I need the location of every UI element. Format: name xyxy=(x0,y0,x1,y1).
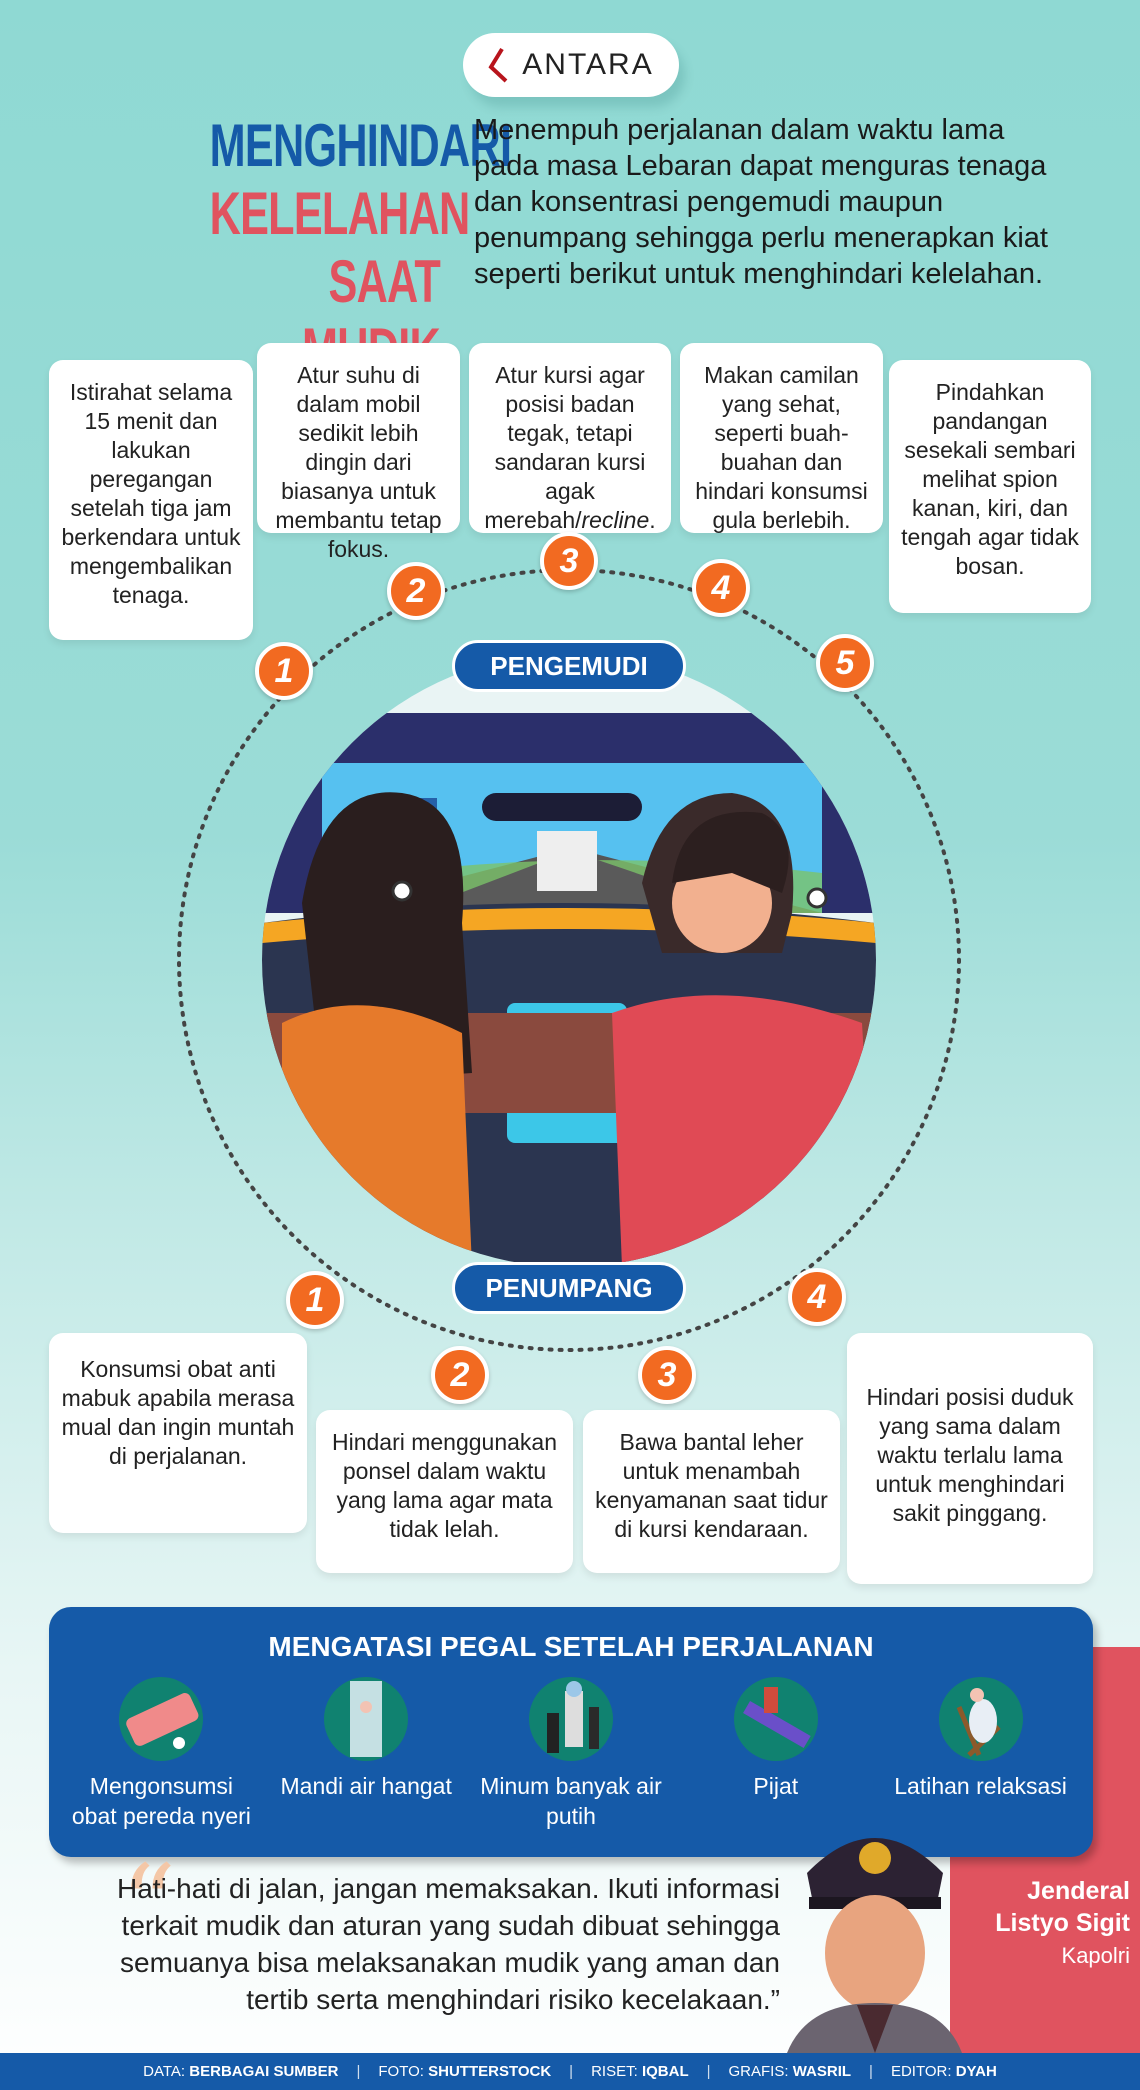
relief-item: Latihan relaksasi xyxy=(886,1677,1076,1831)
passenger-tip-card-4: Hindari posisi duduk yang sama dalam wak… xyxy=(847,1333,1093,1584)
driver-label: PENGEMUDI xyxy=(452,640,686,692)
antara-logo: ANTARA xyxy=(463,33,679,97)
water-dispenser-icon xyxy=(528,1677,613,1761)
relief-label: Latihan relaksasi xyxy=(894,1773,1067,1799)
passenger-number-2: 2 xyxy=(431,1346,489,1404)
speaker-name: Listyo Sigit xyxy=(995,1909,1130,1937)
credit-photo: FOTO: SHUTTERSTOCK xyxy=(378,2063,552,2080)
driver-tip-text: Pindahkan pandangan sesekali sembari mel… xyxy=(901,379,1079,579)
speaker-role: Kapolri xyxy=(1061,1943,1130,1968)
car-interior-illustration xyxy=(262,653,876,1267)
driver-tip-text-end: . xyxy=(649,507,656,533)
relax-chair-icon xyxy=(938,1677,1023,1761)
driver-number-3: 3 xyxy=(540,532,598,590)
driver-tip-card-1: Istirahat selama 15 menit dan lakukan pe… xyxy=(49,360,253,640)
driver-number-5: 5 xyxy=(816,634,874,692)
passenger-number-1: 1 xyxy=(286,1271,344,1329)
passenger-label: PENUMPANG xyxy=(452,1262,686,1314)
driver-tip-card-2: Atur suhu di dalam mobil sedikit lebih d… xyxy=(257,343,460,562)
quote-mark-icon: “ xyxy=(120,1841,177,1969)
credit-editor: EDITOR: DYAH xyxy=(890,2063,997,2080)
relief-label: Mandi air hangat xyxy=(280,1773,452,1799)
driver-number-1: 1 xyxy=(255,642,313,700)
driver-number-4: 4 xyxy=(692,559,750,617)
passenger-tip-card-1: Konsumsi obat anti mabuk apabila merasa … xyxy=(49,1333,307,1533)
passenger-tip-text: Hindari posisi duduk yang sama dalam wak… xyxy=(866,1384,1074,1526)
brand-name: ANTARA xyxy=(522,48,654,81)
credit-research: RISET: IQBAL xyxy=(591,2063,689,2080)
relief-label: Minum banyak air putih xyxy=(480,1773,662,1829)
title-line-2: KELELAHAN xyxy=(209,180,471,247)
passenger-tip-card-2: Hindari menggunakan ponsel dalam waktu y… xyxy=(316,1410,573,1573)
relief-title: MENGATASI PEGAL SETELAH PERJALANAN xyxy=(268,1631,874,1662)
driver-number-2: 2 xyxy=(387,562,445,620)
relief-item: Mengonsumsi obat pereda nyeri xyxy=(66,1677,256,1831)
passenger-tip-text: Konsumsi obat anti mabuk apabila merasa … xyxy=(61,1356,295,1469)
relief-label: Pijat xyxy=(753,1773,799,1799)
passenger-tip-text: Hindari menggunakan ponsel dalam waktu y… xyxy=(331,1429,558,1542)
passenger-tip-card-3: Bawa bantal leher untuk menambah kenyama… xyxy=(583,1410,840,1573)
credits-footer: DATA: BERBAGAI SUMBER| FOTO: SHUTTERSTOC… xyxy=(0,2053,1140,2090)
massage-icon xyxy=(733,1677,818,1761)
antara-logo-icon xyxy=(488,47,508,83)
driver-tip-text: Atur suhu di dalam mobil sedikit lebih d… xyxy=(275,362,442,562)
driver-tip-card-3: Atur kursi agar posisi badan tegak, teta… xyxy=(469,343,671,533)
speaker: Jenderal Listyo Sigit Kapolri xyxy=(970,1875,1130,1973)
relief-item: Mandi air hangat xyxy=(271,1677,461,1831)
police-chief-portrait xyxy=(787,1838,962,2053)
credit-data: DATA: BERBAGAI SUMBER xyxy=(143,2063,339,2080)
credit-graphics: GRAFIS: WASRIL xyxy=(728,2063,852,2080)
intro-text: Menempuh perjalanan dalam waktu lama pad… xyxy=(474,114,1048,290)
driver-tip-emphasis: recline xyxy=(581,507,650,533)
speaker-title: Jenderal xyxy=(1027,1877,1130,1905)
driver-tip-text: Makan camilan yang sehat, seperti buah-b… xyxy=(695,362,868,533)
driver-tip-text: Istirahat selama 15 menit dan lakukan pe… xyxy=(61,379,241,608)
relief-section: MENGATASI PEGAL SETELAH PERJALANAN Mengo… xyxy=(49,1607,1093,1857)
passenger-number-3: 3 xyxy=(638,1346,696,1404)
shower-icon xyxy=(324,1677,409,1761)
red-name-panel xyxy=(950,1830,1140,2060)
passenger-number-4: 4 xyxy=(788,1268,846,1326)
relief-item: Pijat xyxy=(681,1677,871,1831)
relief-item: Minum banyak air putih xyxy=(476,1677,666,1831)
driver-tip-card-4: Makan camilan yang sehat, seperti buah-b… xyxy=(680,343,883,533)
relief-label: Mengonsumsi obat pereda nyeri xyxy=(71,1773,251,1829)
driver-tip-text: Atur kursi agar posisi badan tegak, teta… xyxy=(484,362,646,533)
passenger-tip-text: Bawa bantal leher untuk menambah kenyama… xyxy=(595,1429,828,1542)
pill-icon xyxy=(119,1677,204,1761)
quote-text: Hati-hati di jalan, jangan memaksakan. I… xyxy=(117,1873,780,2015)
driver-tip-card-5: Pindahkan pandangan sesekali sembari mel… xyxy=(889,360,1091,613)
